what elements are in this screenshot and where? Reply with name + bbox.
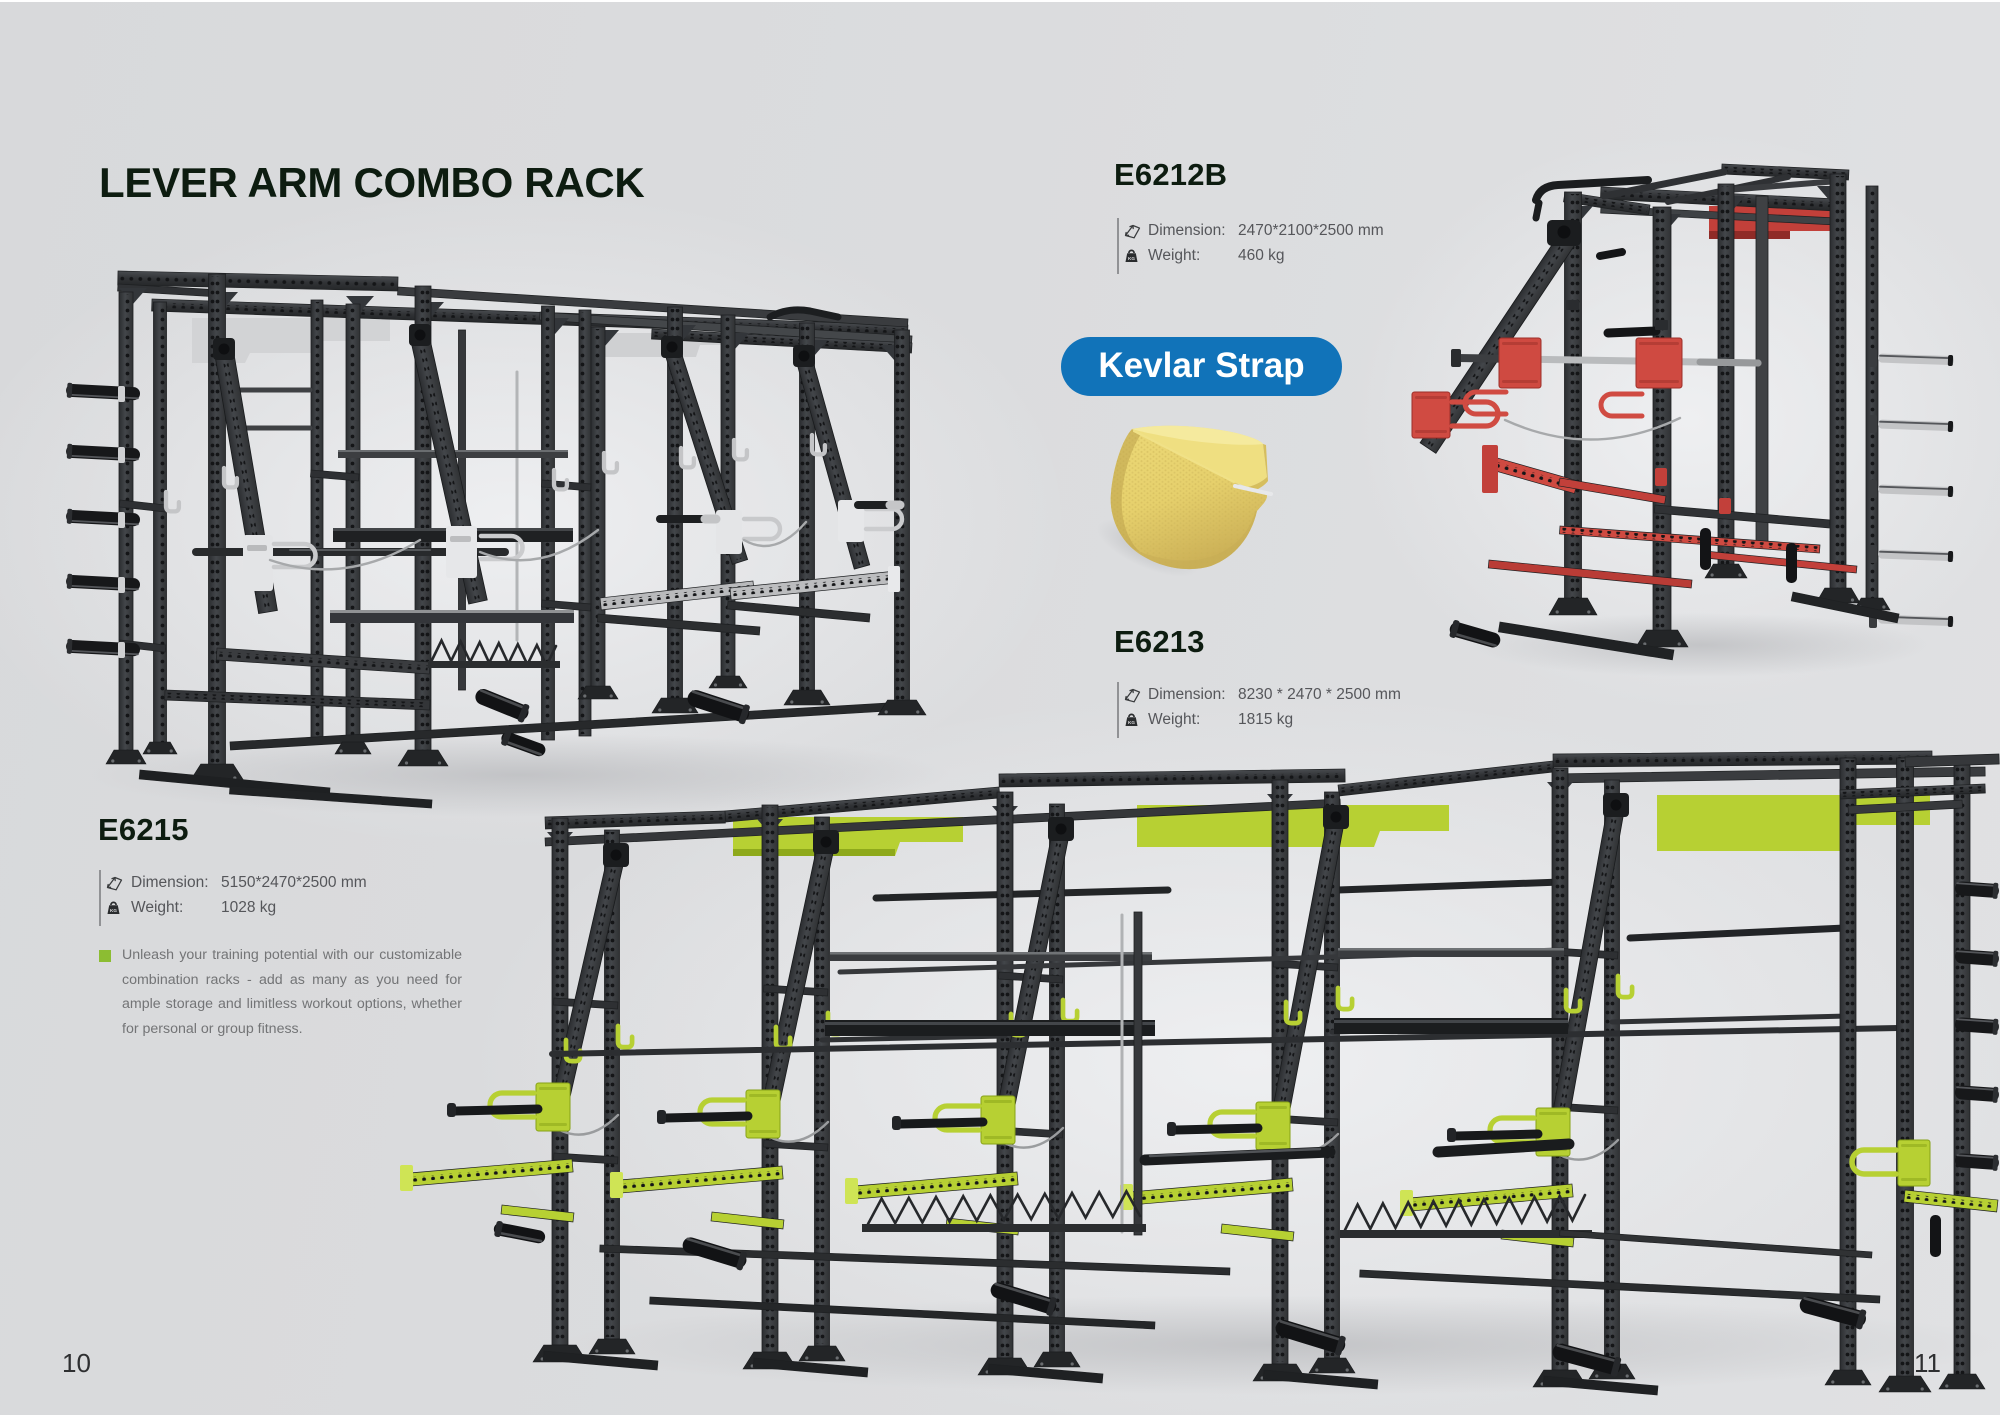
svg-text:KG: KG: [1128, 720, 1135, 725]
svg-text:KG: KG: [1128, 256, 1135, 261]
svg-text:KG: KG: [110, 908, 117, 913]
